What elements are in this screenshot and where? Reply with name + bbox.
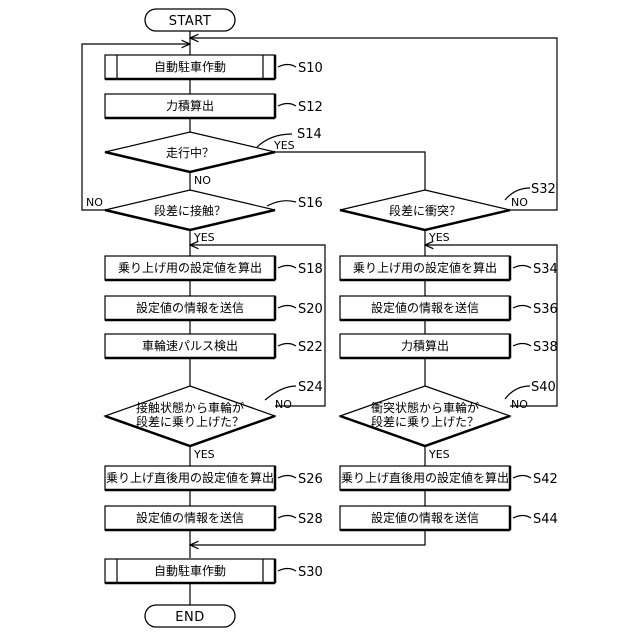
s24-yes: YES [193, 448, 215, 461]
s32-label: 段差に衝突？ [389, 203, 461, 218]
s10-label: 自動駐車作動 [154, 59, 226, 74]
s40-label-line2: 段差に乗り上げた？ [371, 414, 479, 429]
s32-step: S32 [531, 182, 556, 197]
s42-label: 乗り上げ直後用の設定値を算出 [341, 470, 509, 485]
s30-label: 自動駐車作動 [154, 563, 226, 578]
s16-label: 段差に接触？ [154, 203, 226, 218]
s42-step: S42 [533, 472, 558, 487]
process-s26: 乗り上げ直後用の設定値を算出 [105, 466, 275, 490]
s44-step: S44 [533, 512, 558, 527]
s12-label: 力積算出 [166, 98, 214, 113]
s26-step: S26 [298, 472, 323, 487]
s14-no: NO [194, 174, 211, 187]
s40-yes: YES [428, 448, 450, 461]
decision-s32: 段差に衝突？ [340, 190, 510, 230]
s34-step: S34 [533, 262, 558, 277]
s28-step: S28 [298, 512, 323, 527]
s16-no: NO [86, 196, 103, 209]
s24-label-line2: 段差に乗り上げた？ [136, 414, 244, 429]
process-s44: 設定値の情報を送信 [340, 506, 510, 530]
s38-label: 力積算出 [401, 338, 449, 353]
s34-label: 乗り上げ用の設定値を算出 [353, 260, 497, 275]
start-label: START [169, 14, 212, 29]
s24-step: S24 [298, 380, 323, 395]
s44-label: 設定値の情報を送信 [371, 510, 479, 525]
s10-step: S10 [298, 61, 323, 76]
s14-step: S14 [297, 127, 322, 142]
process-s20: 設定値の情報を送信 [105, 296, 275, 320]
process-s28: 設定値の情報を送信 [105, 506, 275, 530]
s22-step: S22 [298, 340, 323, 355]
s40-no: NO [511, 398, 528, 411]
process-s38: 力積算出 [340, 334, 510, 358]
process-s18: 乗り上げ用の設定値を算出 [105, 256, 275, 280]
decision-s40: 衝突状態から車輪が 段差に乗り上げた？ [340, 386, 510, 446]
s18-label: 乗り上げ用の設定値を算出 [118, 260, 262, 275]
s14-yes: YES [273, 139, 295, 152]
s20-step: S20 [298, 302, 323, 317]
process-s12: 力積算出 [105, 94, 275, 118]
end-label: END [175, 610, 204, 625]
s24-label-line1: 接触状態から車輪が [136, 400, 244, 415]
s28-label: 設定値の情報を送信 [136, 510, 244, 525]
s32-no: NO [511, 196, 528, 209]
s30-step: S30 [298, 565, 323, 580]
s24-no: NO [275, 398, 292, 411]
process-s34: 乗り上げ用の設定値を算出 [340, 256, 510, 280]
end-terminal: END [145, 605, 235, 627]
s16-step: S16 [298, 196, 323, 211]
process-s10: 自動駐車作動 [105, 55, 275, 79]
process-s30: 自動駐車作動 [105, 559, 275, 583]
s36-step: S36 [533, 302, 558, 317]
s40-label-line1: 衝突状態から車輪が [371, 400, 479, 415]
s12-step: S12 [298, 100, 323, 115]
s32-yes: YES [428, 231, 450, 244]
s18-step: S18 [298, 262, 323, 277]
s36-label: 設定値の情報を送信 [371, 300, 479, 315]
s14-label: 走行中？ [166, 145, 214, 160]
s20-label: 設定値の情報を送信 [136, 300, 244, 315]
start-terminal: START [145, 9, 235, 31]
decision-s16: 段差に接触？ [105, 190, 275, 230]
s16-yes: YES [193, 231, 215, 244]
decision-s24: 接触状態から車輪が 段差に乗り上げた？ [105, 386, 275, 446]
process-s22: 車輪速パルス検出 [105, 334, 275, 358]
s26-label: 乗り上げ直後用の設定値を算出 [106, 470, 274, 485]
process-s36: 設定値の情報を送信 [340, 296, 510, 320]
process-s42: 乗り上げ直後用の設定値を算出 [340, 466, 510, 490]
s38-step: S38 [533, 340, 558, 355]
s22-label: 車輪速パルス検出 [142, 338, 238, 353]
s40-step: S40 [531, 380, 556, 395]
decision-s14: 走行中？ [105, 132, 275, 172]
